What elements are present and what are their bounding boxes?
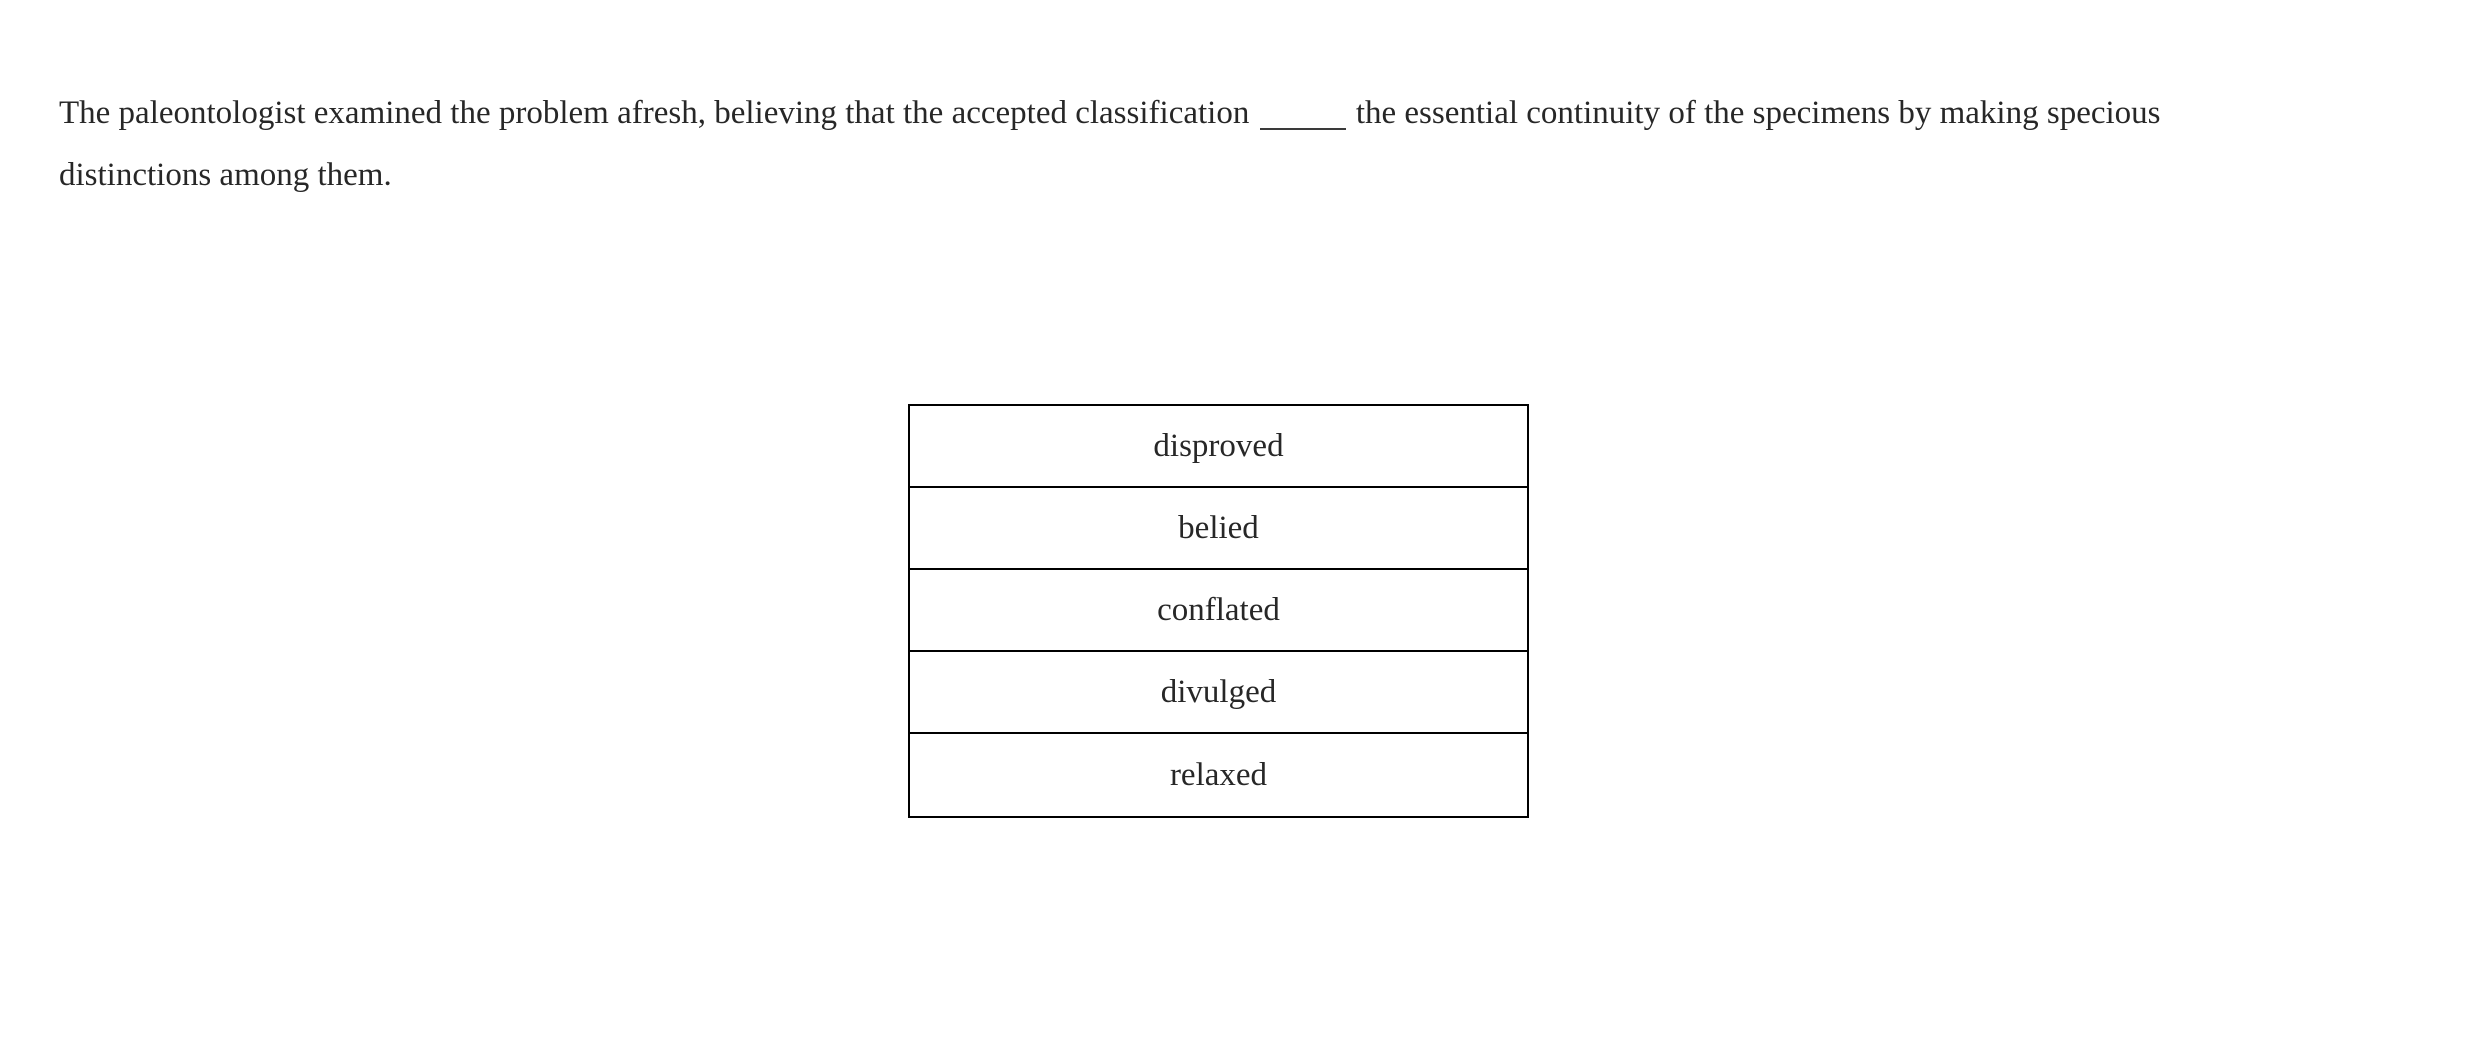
answer-choice-4[interactable]: divulged <box>910 652 1527 734</box>
question-text-before-blank: The paleontologist examined the problem … <box>59 95 1258 131</box>
question-prompt: The paleontologist examined the problem … <box>59 82 2279 206</box>
answer-choice-label: disproved <box>1153 427 1284 464</box>
answer-choice-2[interactable]: belied <box>910 488 1527 570</box>
answer-choice-5[interactable]: relaxed <box>910 734 1527 816</box>
answer-choice-1[interactable]: disproved <box>910 406 1527 488</box>
answer-choice-label: conflated <box>1157 591 1280 628</box>
answer-choice-3[interactable]: conflated <box>910 570 1527 652</box>
answer-choice-label: divulged <box>1160 673 1277 710</box>
answer-choices-table: disproved belied conflated divulged rela… <box>908 404 1529 818</box>
answer-choice-label: belied <box>1178 509 1259 546</box>
question-text-after-blank: the essential continuity of the specimen… <box>59 95 2169 193</box>
answer-choice-label: relaxed <box>1169 756 1268 793</box>
